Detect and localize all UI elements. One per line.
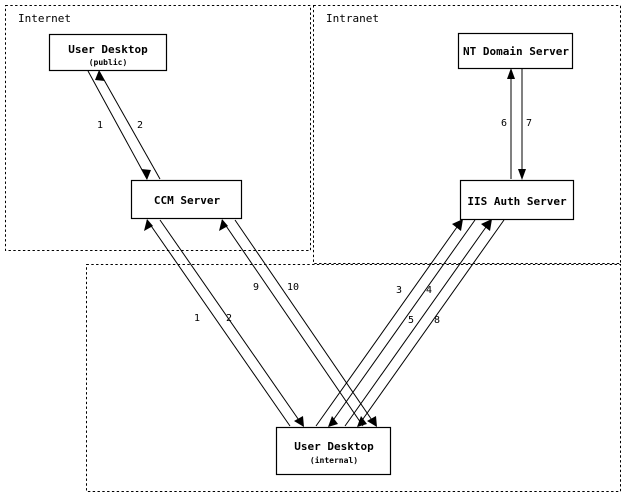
node-iis-auth-server[interactable]: IIS Auth Server bbox=[459, 179, 575, 221]
link-line-4 bbox=[328, 219, 476, 427]
link-line-2-public bbox=[98, 70, 161, 180]
link-line-10 bbox=[234, 219, 377, 427]
flow-label-4: 4 bbox=[426, 285, 432, 296]
flow-label-5: 5 bbox=[408, 315, 414, 326]
link-group-internal-ccm bbox=[144, 219, 304, 427]
link-group-internal-iis-3-4 bbox=[315, 219, 476, 427]
node-box-iis-auth-server[interactable] bbox=[459, 179, 575, 221]
link-line-8 bbox=[357, 219, 505, 427]
arrowhead-7 bbox=[518, 169, 526, 180]
node-subtitle-user-desktop-internal: (internal) bbox=[310, 455, 358, 465]
node-box-user-desktop-public[interactable] bbox=[48, 33, 168, 72]
arrowhead-8 bbox=[357, 416, 367, 427]
arrowhead-1-public bbox=[141, 169, 151, 180]
node-title-ccm-server: CCM Server bbox=[154, 194, 221, 207]
link-line-1-internal bbox=[146, 219, 291, 427]
arrowhead-6 bbox=[507, 68, 515, 79]
node-title-nt-domain-server: NT Domain Server bbox=[463, 45, 569, 58]
flow-label-8: 8 bbox=[434, 315, 440, 326]
arrowhead-9 bbox=[219, 219, 228, 231]
flow-label-7: 7 bbox=[526, 118, 532, 129]
node-box-ccm-server[interactable] bbox=[130, 179, 243, 220]
arrowhead-4 bbox=[328, 416, 338, 427]
flow-label-2-internal: 2 bbox=[226, 313, 232, 324]
zone-lower-boundary bbox=[86, 264, 621, 492]
node-user-desktop-internal[interactable]: User Desktop (internal) bbox=[275, 426, 392, 476]
arrowhead-2-public bbox=[95, 70, 105, 81]
flow-label-2-public: 2 bbox=[137, 120, 143, 131]
node-box-user-desktop-internal[interactable] bbox=[275, 426, 392, 476]
node-title-user-desktop-internal: User Desktop bbox=[294, 440, 374, 453]
arrowhead-1-internal bbox=[144, 219, 153, 231]
link-group-internal-iis-5-8 bbox=[344, 219, 505, 427]
zone-internet-boundary bbox=[5, 5, 311, 251]
node-user-desktop-public[interactable]: User Desktop (public) bbox=[48, 33, 168, 72]
flow-label-1-internal: 1 bbox=[194, 313, 200, 324]
link-group-public-ccm bbox=[87, 70, 161, 180]
link-line-9 bbox=[221, 219, 364, 427]
arrowhead-5 bbox=[481, 219, 492, 231]
link-line-2-internal bbox=[159, 219, 304, 427]
link-group-internal-ccm-9-10 bbox=[219, 219, 377, 427]
link-line-3 bbox=[315, 219, 463, 427]
flow-label-3: 3 bbox=[396, 285, 402, 296]
link-line-1-public bbox=[87, 70, 148, 180]
flow-label-9: 9 bbox=[253, 282, 259, 293]
node-title-iis-auth-server: IIS Auth Server bbox=[467, 195, 567, 208]
arrowhead-3 bbox=[452, 219, 463, 231]
arrowhead-10 bbox=[367, 416, 377, 427]
flow-label-1-public: 1 bbox=[97, 120, 103, 131]
node-ccm-server[interactable]: CCM Server bbox=[130, 179, 243, 220]
zone-label-intranet: Intranet bbox=[326, 12, 379, 25]
link-line-5 bbox=[344, 219, 492, 427]
node-box-nt-domain-server[interactable] bbox=[457, 32, 574, 70]
flow-label-10: 10 bbox=[287, 282, 299, 293]
node-nt-domain-server[interactable]: NT Domain Server bbox=[457, 32, 574, 70]
node-title-user-desktop-public: User Desktop bbox=[68, 43, 148, 56]
node-subtitle-user-desktop-public: (public) bbox=[89, 57, 128, 67]
zone-label-internet: Internet bbox=[18, 12, 71, 25]
flow-label-6: 6 bbox=[501, 118, 507, 129]
link-group-iis-ntdomain bbox=[507, 68, 526, 180]
arrowhead-2-internal bbox=[294, 416, 304, 427]
